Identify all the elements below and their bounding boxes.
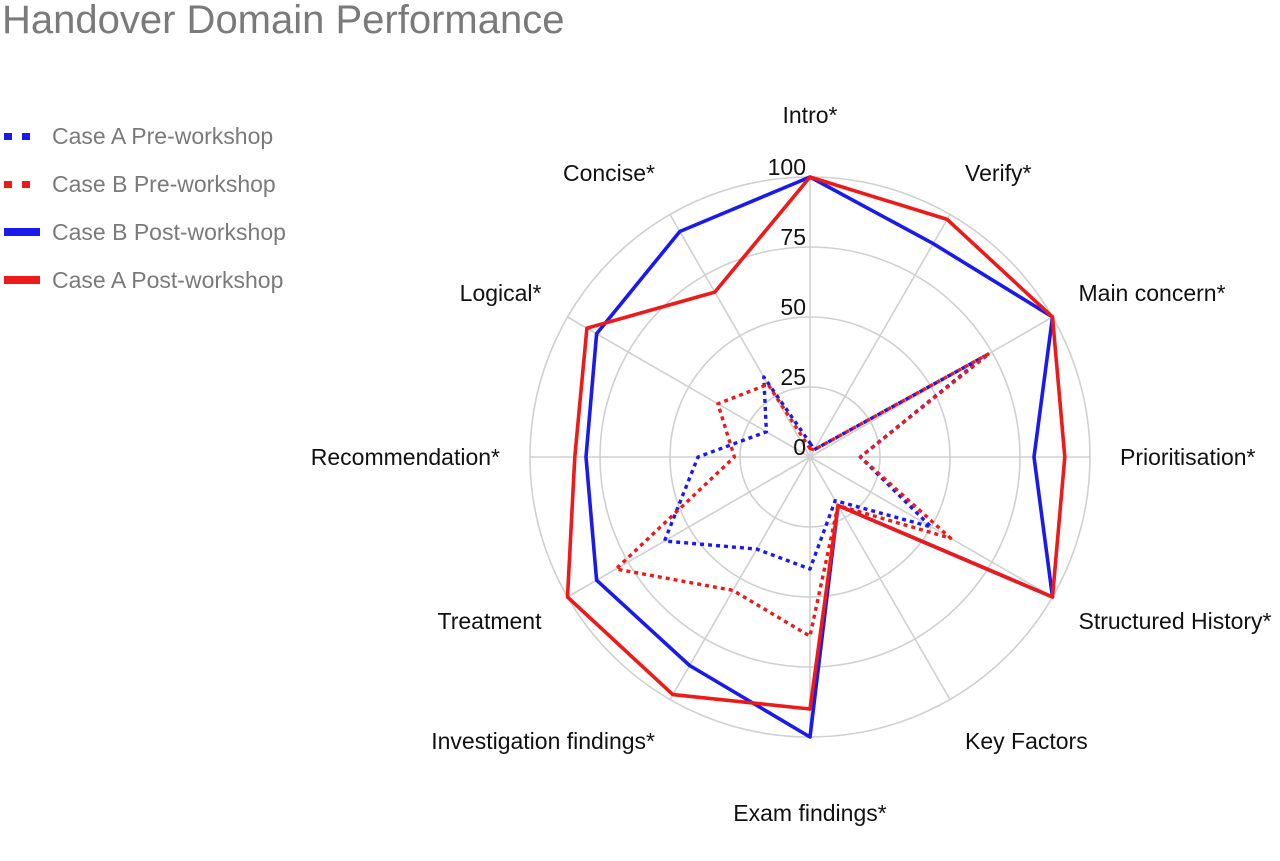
tick-label: 75 [780, 224, 806, 250]
axis-label: Key Factors [965, 728, 1088, 754]
grid-layer [529, 176, 1091, 738]
chart-title: Handover Domain Performance [2, 0, 565, 42]
tick-label: 50 [780, 294, 806, 320]
legend-item[interactable]: Case A Pre-workshop [4, 112, 344, 160]
tick-label: 0 [793, 434, 806, 460]
legend-item[interactable]: Case B Post-workshop [4, 208, 344, 256]
grid-spoke [669, 214, 811, 458]
legend-swatch [4, 180, 40, 188]
axis-label: Concise* [563, 160, 655, 186]
axis-label: Verify* [965, 160, 1032, 186]
labels-layer: 0 25 50 75 100 Intro* Verify* Main concern* Prio… [311, 102, 1272, 826]
legend-swatch [4, 228, 40, 236]
legend-label: Case A Pre-workshop [52, 122, 274, 149]
legend: Case A Pre-workshop Case B Pre-workshop … [4, 112, 344, 304]
legend-item[interactable]: Case B Pre-workshop [4, 160, 344, 208]
axis-label: Investigation findings* [431, 728, 655, 754]
legend-item[interactable]: Case A Post-workshop [4, 256, 344, 304]
axis-label: Treatment [438, 608, 543, 634]
axis-label: Logical* [460, 280, 542, 306]
axis-label: Recommendation* [311, 444, 500, 470]
axis-label: Exam findings* [733, 800, 886, 826]
axis-label: Main concern* [1079, 280, 1226, 306]
grid-spoke [809, 214, 951, 458]
series-line [614, 351, 992, 638]
legend-label: Case B Pre-workshop [52, 170, 276, 197]
grid-spoke [669, 456, 811, 700]
axis-label: Structured History* [1079, 608, 1272, 634]
axis-label: Intro* [783, 102, 838, 128]
axis-label: Prioritisation* [1120, 444, 1256, 470]
tick-label: 25 [780, 364, 806, 390]
legend-swatch [4, 132, 40, 140]
grid-spoke [809, 456, 1053, 598]
grid-spoke [567, 316, 811, 458]
grid-spoke [567, 456, 811, 598]
series-layer [565, 175, 1067, 739]
grid-spoke [809, 456, 951, 700]
series-line [565, 175, 1067, 711]
legend-label: Case B Post-workshop [52, 218, 286, 245]
legend-label: Case A Post-workshop [52, 266, 284, 293]
legend-swatch [4, 276, 40, 284]
tick-label: 100 [768, 154, 806, 180]
